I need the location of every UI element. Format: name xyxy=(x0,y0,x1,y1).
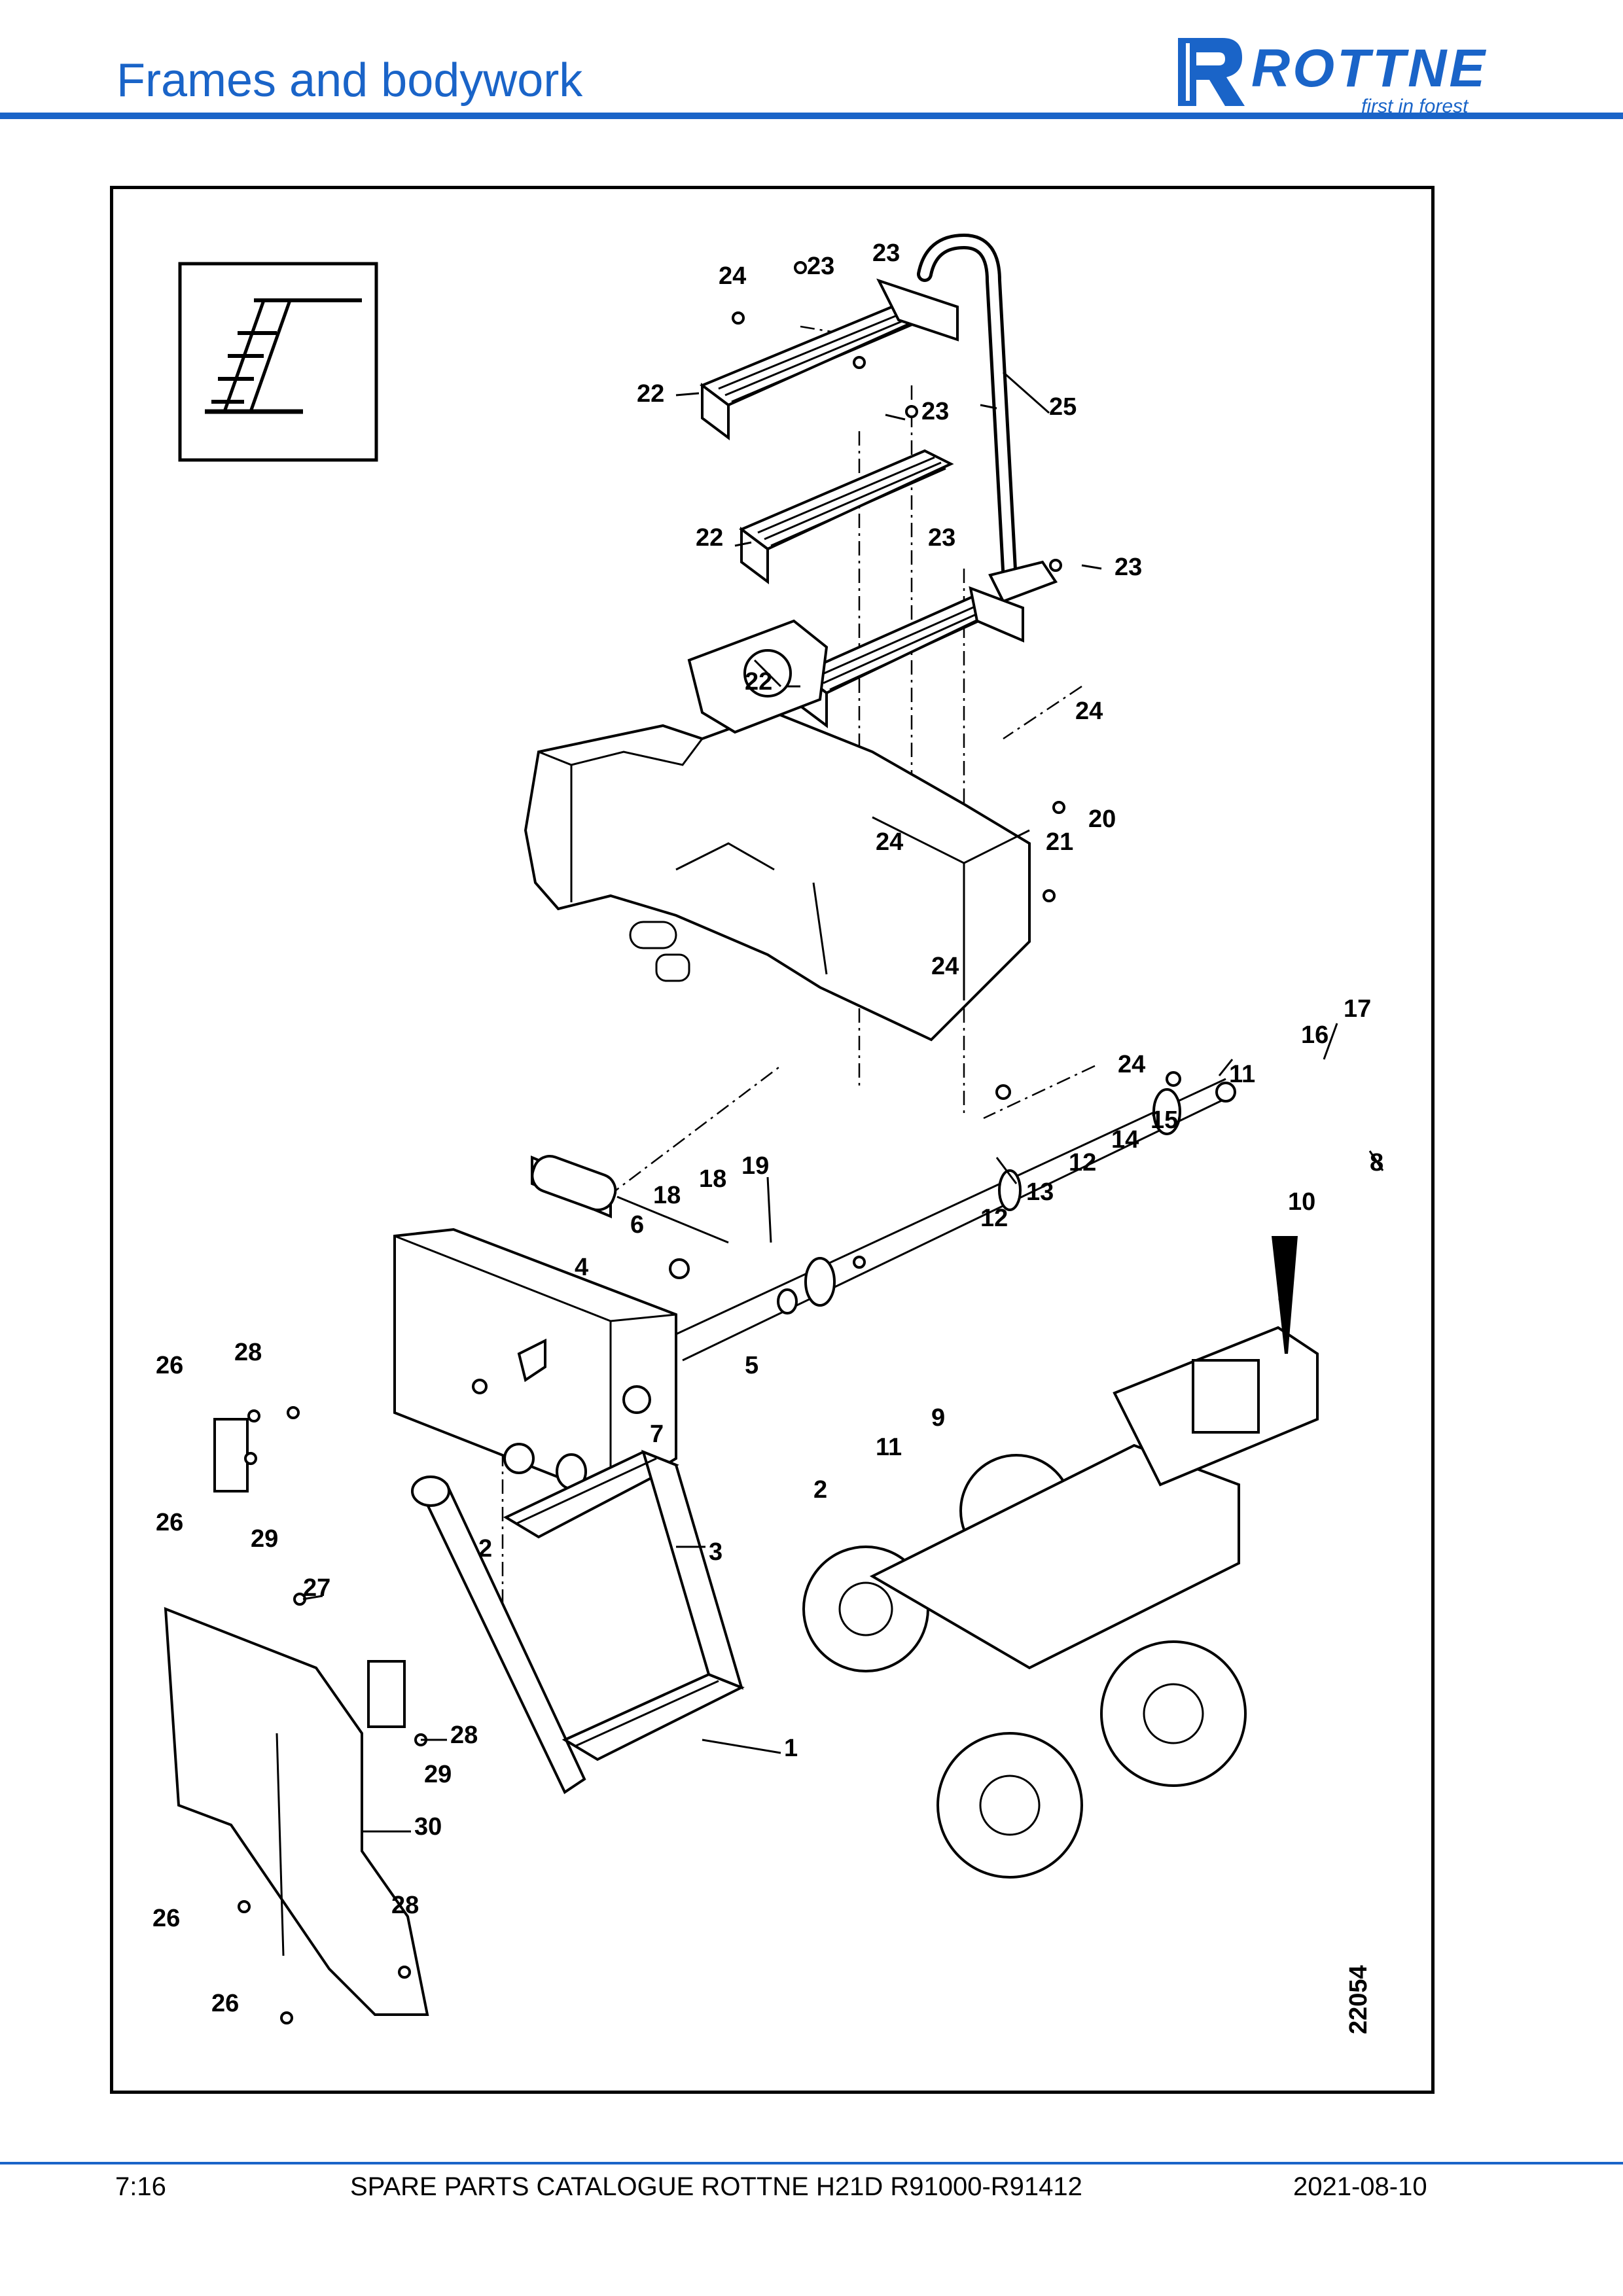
callout-label: 3 xyxy=(709,1538,722,1566)
callout-label: 24 xyxy=(876,828,903,856)
drawing-number: 22054 xyxy=(1345,1965,1372,2034)
callout-label: 26 xyxy=(152,1905,180,1932)
callout-label: 16 xyxy=(1301,1021,1329,1049)
shaft-assembly xyxy=(556,1078,1236,1490)
step-plate-middle xyxy=(739,449,954,584)
callout-label: 23 xyxy=(872,239,900,267)
callout-label: 17 xyxy=(1344,995,1371,1023)
exploded-view-diagram: 24 23 23 22 23 25 22 23 23 22 24 20 21 2… xyxy=(110,186,1435,2094)
footer-divider xyxy=(0,2162,1623,2164)
callout-label: 23 xyxy=(921,398,949,425)
callout-label: 29 xyxy=(424,1761,452,1788)
header-divider xyxy=(0,113,1623,119)
callout-label: 26 xyxy=(211,1990,239,2017)
callout-label: 24 xyxy=(931,953,959,980)
ladder-symbol-icon xyxy=(178,262,378,462)
callout-label: 4 xyxy=(575,1254,588,1281)
callout-label: 24 xyxy=(1075,698,1103,725)
fasteners xyxy=(238,261,1181,2024)
callout-label: 29 xyxy=(251,1525,278,1553)
page-number: 7:16 xyxy=(115,2172,166,2201)
callout-label: 23 xyxy=(807,253,834,280)
cylinder-assembly xyxy=(531,1155,729,1279)
callout-label: 24 xyxy=(1118,1051,1145,1078)
callout-label: 22 xyxy=(696,524,723,552)
callout-label: 6 xyxy=(630,1211,644,1239)
side-cover xyxy=(164,1418,429,2016)
callout-label: 13 xyxy=(1026,1178,1054,1206)
callout-label: 22 xyxy=(745,668,772,696)
callout-label: 14 xyxy=(1111,1126,1139,1154)
callout-label: 11 xyxy=(1229,1061,1255,1088)
callout-label: 23 xyxy=(928,524,955,552)
callout-label: 10 xyxy=(1288,1188,1315,1216)
callout-label: 20 xyxy=(1088,805,1116,833)
callout-label: 18 xyxy=(653,1182,681,1209)
callout-label: 28 xyxy=(450,1722,478,1749)
callout-labels: 24 23 23 22 23 25 22 23 23 22 24 20 21 2… xyxy=(152,239,1383,2034)
callout-label: 28 xyxy=(391,1892,419,1919)
callout-label: 15 xyxy=(1150,1106,1178,1134)
callout-label: 5 xyxy=(745,1352,758,1379)
callout-label: 12 xyxy=(1069,1149,1096,1176)
callout-label: 25 xyxy=(1049,393,1077,421)
catalogue-title: SPARE PARTS CATALOGUE ROTTNE H21D R91000… xyxy=(350,2172,1082,2201)
machine-overview xyxy=(802,1236,1319,1879)
callout-label: 9 xyxy=(931,1404,945,1432)
callout-label: 7 xyxy=(650,1421,664,1448)
page-title: Frames and bodywork xyxy=(116,54,583,107)
front-housing xyxy=(393,1227,677,1500)
callout-label: 24 xyxy=(719,262,746,290)
leader-lines xyxy=(302,371,1384,1833)
callout-label: 18 xyxy=(699,1165,726,1193)
callout-label: 11 xyxy=(876,1434,902,1461)
logo-wordmark: ROTTNE xyxy=(1251,39,1488,98)
callout-label: 30 xyxy=(414,1813,442,1841)
callout-label: 1 xyxy=(784,1735,798,1762)
rottne-logo: ROTTNE first in forest xyxy=(1171,33,1525,118)
callout-label: 21 xyxy=(1046,828,1073,856)
callout-label: 26 xyxy=(156,1509,183,1536)
callout-label: 28 xyxy=(234,1339,262,1366)
callout-label: 26 xyxy=(156,1352,183,1379)
main-frame xyxy=(524,619,1031,1042)
step-plate-upper xyxy=(699,278,959,440)
callout-label: 23 xyxy=(1115,554,1142,581)
callout-label: 12 xyxy=(980,1205,1008,1232)
catalogue-date: 2021-08-10 xyxy=(1293,2172,1427,2201)
callout-label: 22 xyxy=(637,380,664,408)
step-ladder xyxy=(411,1443,745,1794)
callout-label: 2 xyxy=(813,1476,827,1504)
callout-label: 2 xyxy=(478,1535,492,1563)
parts-drawing: 24 23 23 22 23 25 22 23 23 22 24 20 21 2… xyxy=(152,233,1384,2034)
rottne-emblem-icon xyxy=(1178,38,1245,106)
callout-label: 19 xyxy=(741,1152,769,1180)
